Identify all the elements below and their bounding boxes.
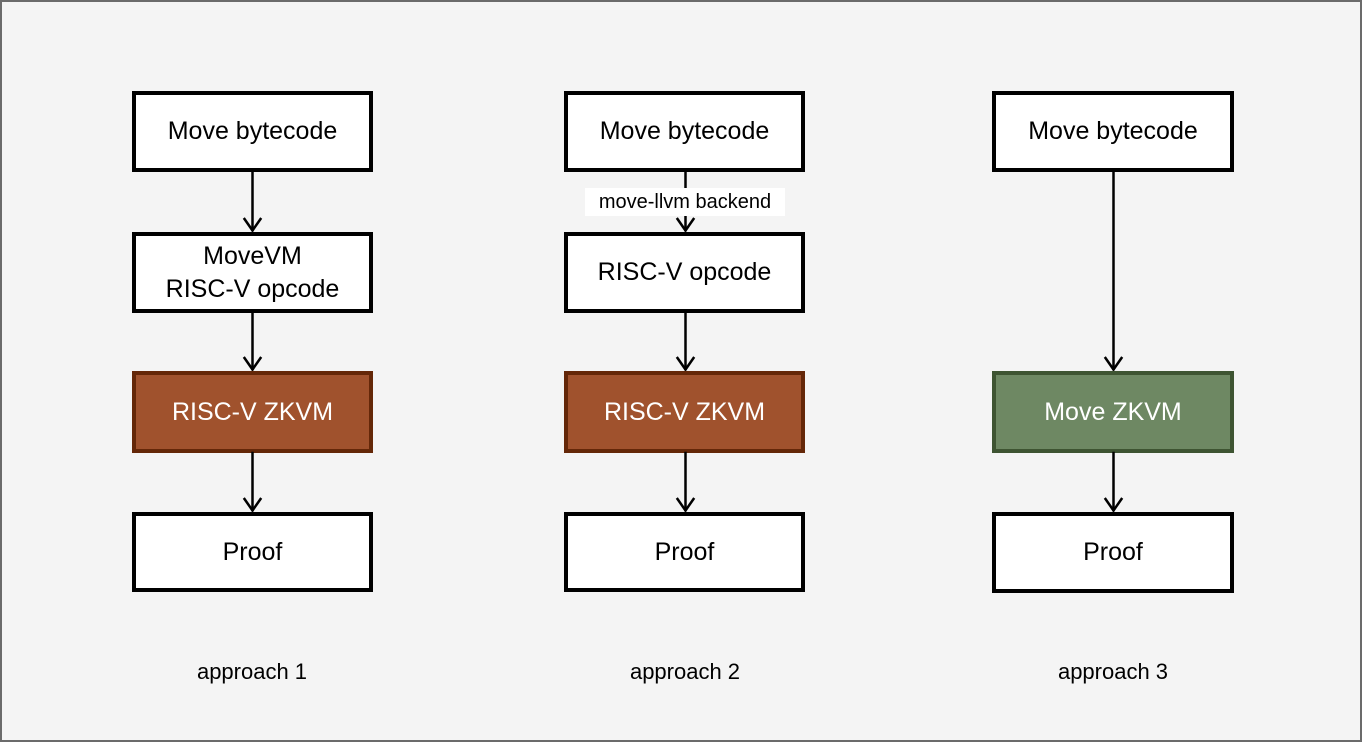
arrow-down-icon <box>242 170 263 233</box>
node-label: Move bytecode <box>167 117 338 146</box>
node-proof-approach2: Proof <box>564 512 805 592</box>
node-label-line2: RISC-V opcode <box>165 274 340 303</box>
node-label: Proof <box>222 537 283 566</box>
node-label: Move ZKVM <box>1044 397 1182 426</box>
node-label: Proof <box>654 537 715 566</box>
node-label: Move bytecode <box>1028 117 1198 146</box>
node-move-zkvm-approach3: Move ZKVM <box>992 371 1234 453</box>
arrow-down-icon <box>242 311 263 372</box>
caption-approach-1: approach 1 <box>196 659 308 684</box>
node-label: RISC-V ZKVM <box>171 397 334 426</box>
caption-approach-3: approach 3 <box>1057 659 1169 684</box>
node-riscv-zkvm-approach2: RISC-V ZKVM <box>564 371 805 453</box>
node-label: Proof <box>1083 538 1143 567</box>
node-move-bytecode-approach3: Move bytecode <box>992 91 1234 172</box>
caption-approach-2: approach 2 <box>629 659 741 684</box>
arrow-down-icon <box>675 311 696 372</box>
node-riscv-zkvm-approach1: RISC-V ZKVM <box>132 371 373 453</box>
edge-label-move-llvm-backend: move-llvm backend <box>585 188 785 216</box>
node-movevm-riscv-opcode-approach1: MoveVM RISC-V opcode <box>132 232 373 313</box>
node-riscv-opcode-approach2: RISC-V opcode <box>564 232 805 313</box>
node-label-line1: MoveVM <box>203 242 302 270</box>
arrow-down-icon <box>1103 170 1124 372</box>
arrow-down-icon <box>1103 451 1124 513</box>
node-label: RISC-V opcode <box>597 258 772 287</box>
node-label: RISC-V ZKVM <box>603 397 766 426</box>
node-label: Move bytecode <box>599 117 770 146</box>
node-move-bytecode-approach2: Move bytecode <box>564 91 805 172</box>
node-proof-approach1: Proof <box>132 512 373 592</box>
node-move-bytecode-approach1: Move bytecode <box>132 91 373 172</box>
arrow-down-icon <box>675 451 696 513</box>
arrow-down-icon <box>242 451 263 513</box>
node-proof-approach3: Proof <box>992 512 1234 593</box>
